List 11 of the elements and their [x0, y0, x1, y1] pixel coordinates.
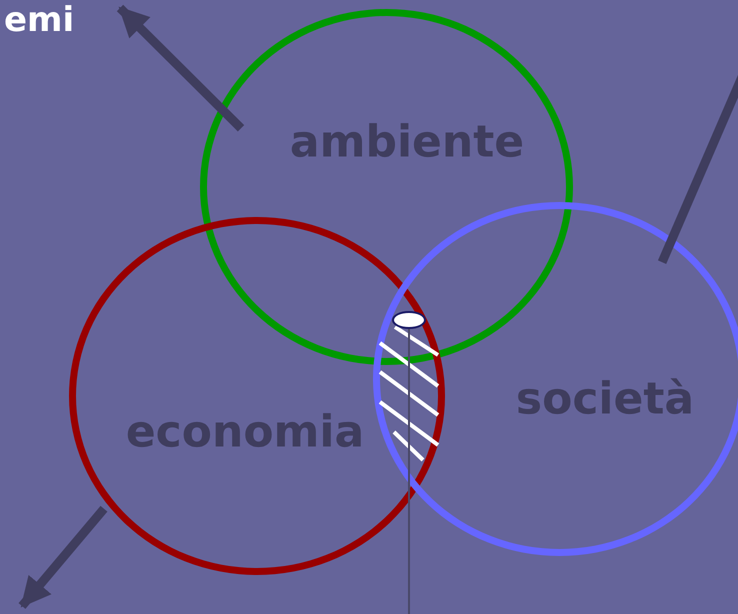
arrow [18, 506, 108, 609]
circle-label: società [516, 374, 694, 424]
circle-label: economia [126, 406, 364, 458]
venn-circle [200, 9, 573, 365]
oval-marker [392, 311, 426, 329]
circle-label: ambiente [290, 116, 524, 168]
venn-circle [373, 202, 738, 556]
heading-text: emi [4, 2, 74, 40]
connector-line [408, 329, 410, 614]
venn-circle [69, 217, 445, 575]
arrow [116, 4, 244, 132]
